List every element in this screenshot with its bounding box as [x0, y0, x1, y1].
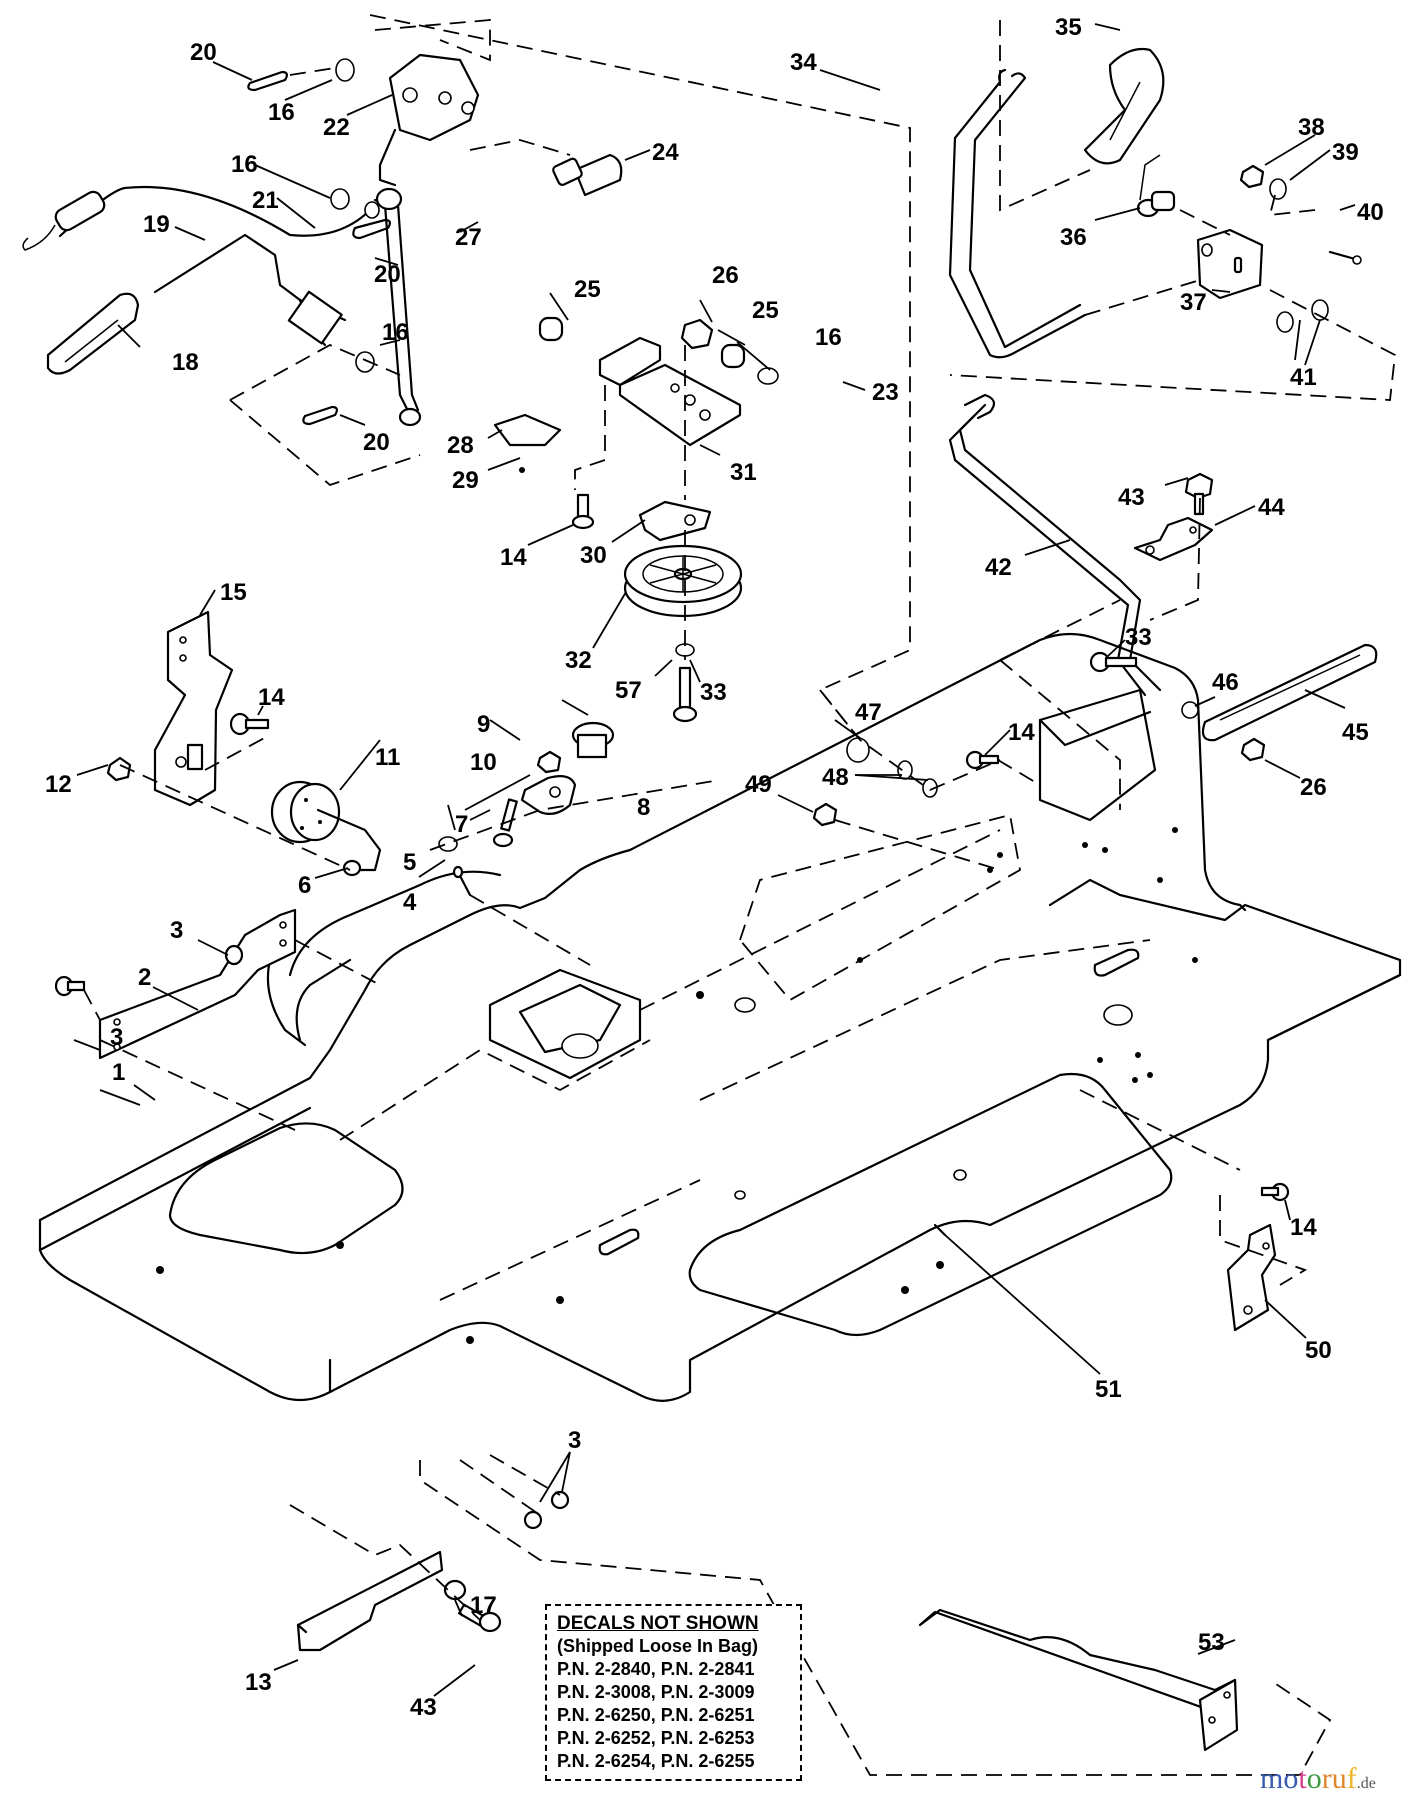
callout-14: 14 — [1008, 719, 1035, 746]
callout-48: 48 — [822, 764, 849, 791]
callout-26: 26 — [1300, 774, 1327, 801]
callout-37: 37 — [1180, 289, 1207, 316]
watermark-tld: .de — [1356, 1775, 1376, 1792]
callout-43: 43 — [410, 1694, 437, 1721]
callout-29: 29 — [452, 467, 479, 494]
right-linkage-group — [812, 393, 1378, 871]
callout-11: 11 — [375, 744, 400, 771]
callout-57: 57 — [615, 677, 642, 704]
decal-note-subtitle: (Shipped Loose In Bag) — [557, 1636, 758, 1656]
callout-3: 3 — [170, 917, 183, 944]
callout-6: 6 — [298, 872, 311, 899]
watermark-letter: u — [1331, 1762, 1347, 1795]
callout-14: 14 — [1290, 1214, 1317, 1241]
callout-26: 26 — [712, 262, 739, 289]
callout-18: 18 — [172, 349, 199, 376]
callout-44: 44 — [1258, 494, 1285, 521]
callout-32: 32 — [565, 647, 592, 674]
callout-19: 19 — [143, 211, 170, 238]
callout-21: 21 — [252, 187, 279, 214]
callout-16: 16 — [231, 151, 258, 178]
callout-33: 33 — [1125, 624, 1152, 651]
callout-46: 46 — [1212, 669, 1239, 696]
lift-lever-group — [369, 14, 1396, 741]
callout-39: 39 — [1332, 139, 1359, 166]
callout-20: 20 — [374, 261, 401, 288]
callout-40: 40 — [1357, 199, 1384, 226]
callout-16: 16 — [382, 319, 409, 346]
motoruf-watermark-logo: motoruf.de — [1260, 1762, 1376, 1796]
left-brackets-group — [54, 610, 721, 1131]
decal-part-numbers-row: P.N. 2-6250, P.N. 2-6251 — [557, 1705, 755, 1725]
callout-16: 16 — [815, 324, 842, 351]
decal-part-numbers-row: P.N. 2-6252, P.N. 2-6253 — [557, 1728, 755, 1748]
callout-12: 12 — [45, 771, 72, 798]
callout-22: 22 — [323, 114, 350, 141]
watermark-letter: o — [1283, 1762, 1299, 1795]
callout-28: 28 — [447, 432, 474, 459]
callout-16: 16 — [268, 99, 295, 126]
callout-50: 50 — [1305, 1337, 1332, 1364]
callout-24: 24 — [652, 139, 679, 166]
callout-49: 49 — [745, 771, 772, 798]
callout-27: 27 — [455, 224, 482, 251]
callout-42: 42 — [985, 554, 1012, 581]
decal-part-numbers-row: P.N. 2-3008, P.N. 2-3009 — [557, 1682, 755, 1702]
decal-part-numbers-row: P.N. 2-2840, P.N. 2-2841 — [557, 1659, 755, 1679]
callout-2: 2 — [138, 964, 151, 991]
main-frame — [38, 632, 1402, 1402]
callout-33: 33 — [700, 679, 727, 706]
callout-8: 8 — [637, 794, 650, 821]
callout-34: 34 — [790, 49, 817, 76]
callout-47: 47 — [855, 699, 882, 726]
callout-25: 25 — [574, 276, 601, 303]
callout-23: 23 — [872, 379, 899, 406]
callout-17: 17 — [470, 1592, 497, 1619]
callout-9: 9 — [477, 711, 490, 738]
callout-45: 45 — [1342, 719, 1369, 746]
callout-20: 20 — [190, 39, 217, 66]
callout-3: 3 — [110, 1024, 123, 1051]
callout-3: 3 — [568, 1427, 581, 1454]
watermark-letter: o — [1306, 1762, 1322, 1795]
callout-5: 5 — [403, 849, 416, 876]
callout-labels: 20 16 22 24 16 21 19 20 27 18 16 20 25 2… — [45, 14, 1384, 1721]
idler-assembly-group — [493, 316, 779, 723]
callout-14: 14 — [500, 544, 527, 571]
callout-43: 43 — [1118, 484, 1145, 511]
watermark-letter: t — [1298, 1762, 1307, 1795]
callout-35: 35 — [1055, 14, 1082, 41]
watermark-letter: m — [1260, 1762, 1284, 1795]
watermark-letter: r — [1321, 1762, 1332, 1795]
callout-10: 10 — [470, 749, 497, 776]
callout-25: 25 — [752, 297, 779, 324]
callout-20: 20 — [363, 429, 390, 456]
decal-note-title: DECALS NOT SHOWN — [557, 1613, 759, 1634]
callout-4: 4 — [403, 889, 417, 916]
callout-38: 38 — [1298, 114, 1325, 141]
callout-53: 53 — [1198, 1629, 1225, 1656]
callout-7: 7 — [455, 811, 468, 838]
callout-51: 51 — [1095, 1376, 1122, 1403]
callout-13: 13 — [245, 1669, 272, 1696]
callout-1: 1 — [112, 1059, 125, 1086]
leader-lines — [73, 23, 1356, 1697]
lower-parts-group — [289, 1089, 1332, 1776]
callout-15: 15 — [220, 579, 247, 606]
decal-part-numbers-row: P.N. 2-6254, P.N. 2-6255 — [557, 1751, 755, 1771]
callout-14: 14 — [258, 684, 285, 711]
watermark-letter: f — [1346, 1762, 1357, 1795]
callout-36: 36 — [1060, 224, 1087, 251]
decals-not-shown-note: DECALS NOT SHOWN (Shipped Loose In Bag) … — [545, 1604, 802, 1781]
callout-30: 30 — [580, 542, 607, 569]
callout-31: 31 — [730, 459, 757, 486]
clutch-linkage-group — [22, 19, 623, 487]
callout-41: 41 — [1290, 364, 1317, 391]
